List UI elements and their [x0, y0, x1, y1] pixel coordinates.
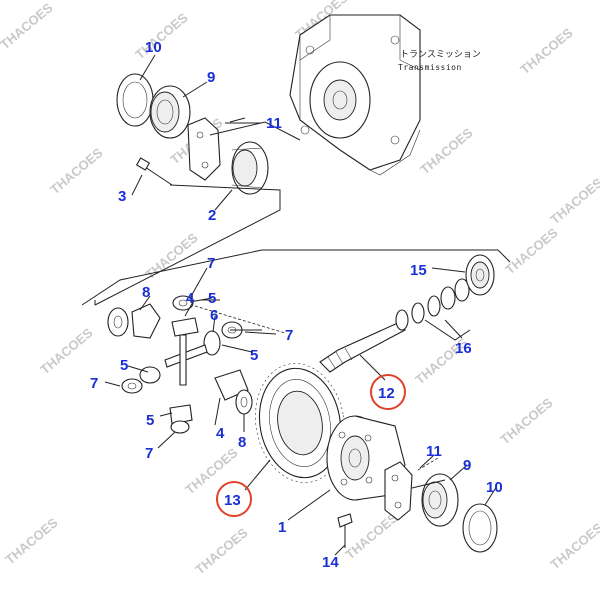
- callout-6: 6: [210, 307, 218, 324]
- callout-5-c: 5: [120, 357, 128, 374]
- watermark: THACOES: [547, 520, 600, 573]
- watermark: THACOES: [0, 0, 56, 52]
- callout-7-a: 7: [207, 255, 215, 272]
- callout-9-lower: 9: [463, 457, 471, 474]
- callout-3: 3: [118, 188, 126, 205]
- callout-12: 12: [378, 385, 395, 402]
- leader-line: [209, 121, 301, 141]
- watermark: THACOES: [2, 515, 61, 568]
- callout-8-b: 8: [238, 434, 246, 451]
- leader-line: [229, 117, 246, 123]
- leader-line: [411, 479, 446, 489]
- highlight-ring-12: [370, 374, 406, 410]
- leader-line: [417, 457, 439, 471]
- callout-9-upper: 9: [207, 69, 215, 86]
- callout-5-d: 5: [146, 412, 154, 429]
- callout-5-a: 5: [208, 290, 216, 307]
- callout-7-b: 7: [285, 327, 293, 344]
- callout-2: 2: [208, 207, 216, 224]
- watermark: THACOES: [47, 145, 106, 198]
- pinion-shaft-group: [319, 254, 495, 373]
- differential-case: [326, 415, 406, 501]
- callout-13: 13: [224, 492, 241, 509]
- callout-8-a: 8: [142, 284, 150, 301]
- watermark: THACOES: [517, 25, 576, 78]
- watermark: THACOES: [192, 525, 251, 578]
- watermark: THACOES: [497, 395, 556, 448]
- watermark: THACOES: [142, 230, 201, 283]
- watermark: THACOES: [502, 225, 561, 278]
- watermark: THACOES: [37, 325, 96, 378]
- assembly-bracket-line: [94, 184, 281, 306]
- highlight-ring-13: [216, 481, 252, 517]
- callout-numbers: 10 9 11 3 2 7 8 4 5 6 7 5 5 7 4 5 8 7 15…: [90, 39, 503, 571]
- transmission-housing: [289, 14, 421, 176]
- watermark: THACOES: [547, 175, 600, 228]
- watermark: THACOES: [182, 445, 241, 498]
- leader-line: [424, 319, 471, 341]
- callout-1: 1: [278, 519, 286, 536]
- callout-7-d: 7: [145, 445, 153, 462]
- callout-4-a: 4: [186, 290, 195, 307]
- callout-11-lower: 11: [426, 443, 442, 460]
- leader-line: [194, 305, 286, 334]
- watermark: THACOES: [417, 125, 476, 178]
- ring-gear: [255, 363, 345, 483]
- callout-leaders: [104, 54, 498, 556]
- leader-line: [262, 249, 511, 263]
- housing-label-japanese: トランスミッション: [400, 49, 481, 60]
- leader-line: [81, 249, 263, 306]
- lower-bearing-group: [337, 461, 498, 553]
- callout-14: 14: [322, 554, 339, 571]
- differential-small-parts: [107, 295, 253, 434]
- callout-4-b: 4: [216, 425, 225, 442]
- callout-7-c: 7: [90, 375, 98, 392]
- callout-15: 15: [410, 262, 427, 279]
- callout-10-lower: 10: [486, 479, 503, 496]
- callout-16: 16: [455, 340, 472, 357]
- upper-bearing-group: [116, 73, 269, 195]
- callout-10-upper: 10: [145, 39, 162, 56]
- callout-5-b: 5: [250, 347, 258, 364]
- housing-label-english: Transmission: [398, 63, 462, 72]
- callout-11-upper: 11: [266, 115, 282, 132]
